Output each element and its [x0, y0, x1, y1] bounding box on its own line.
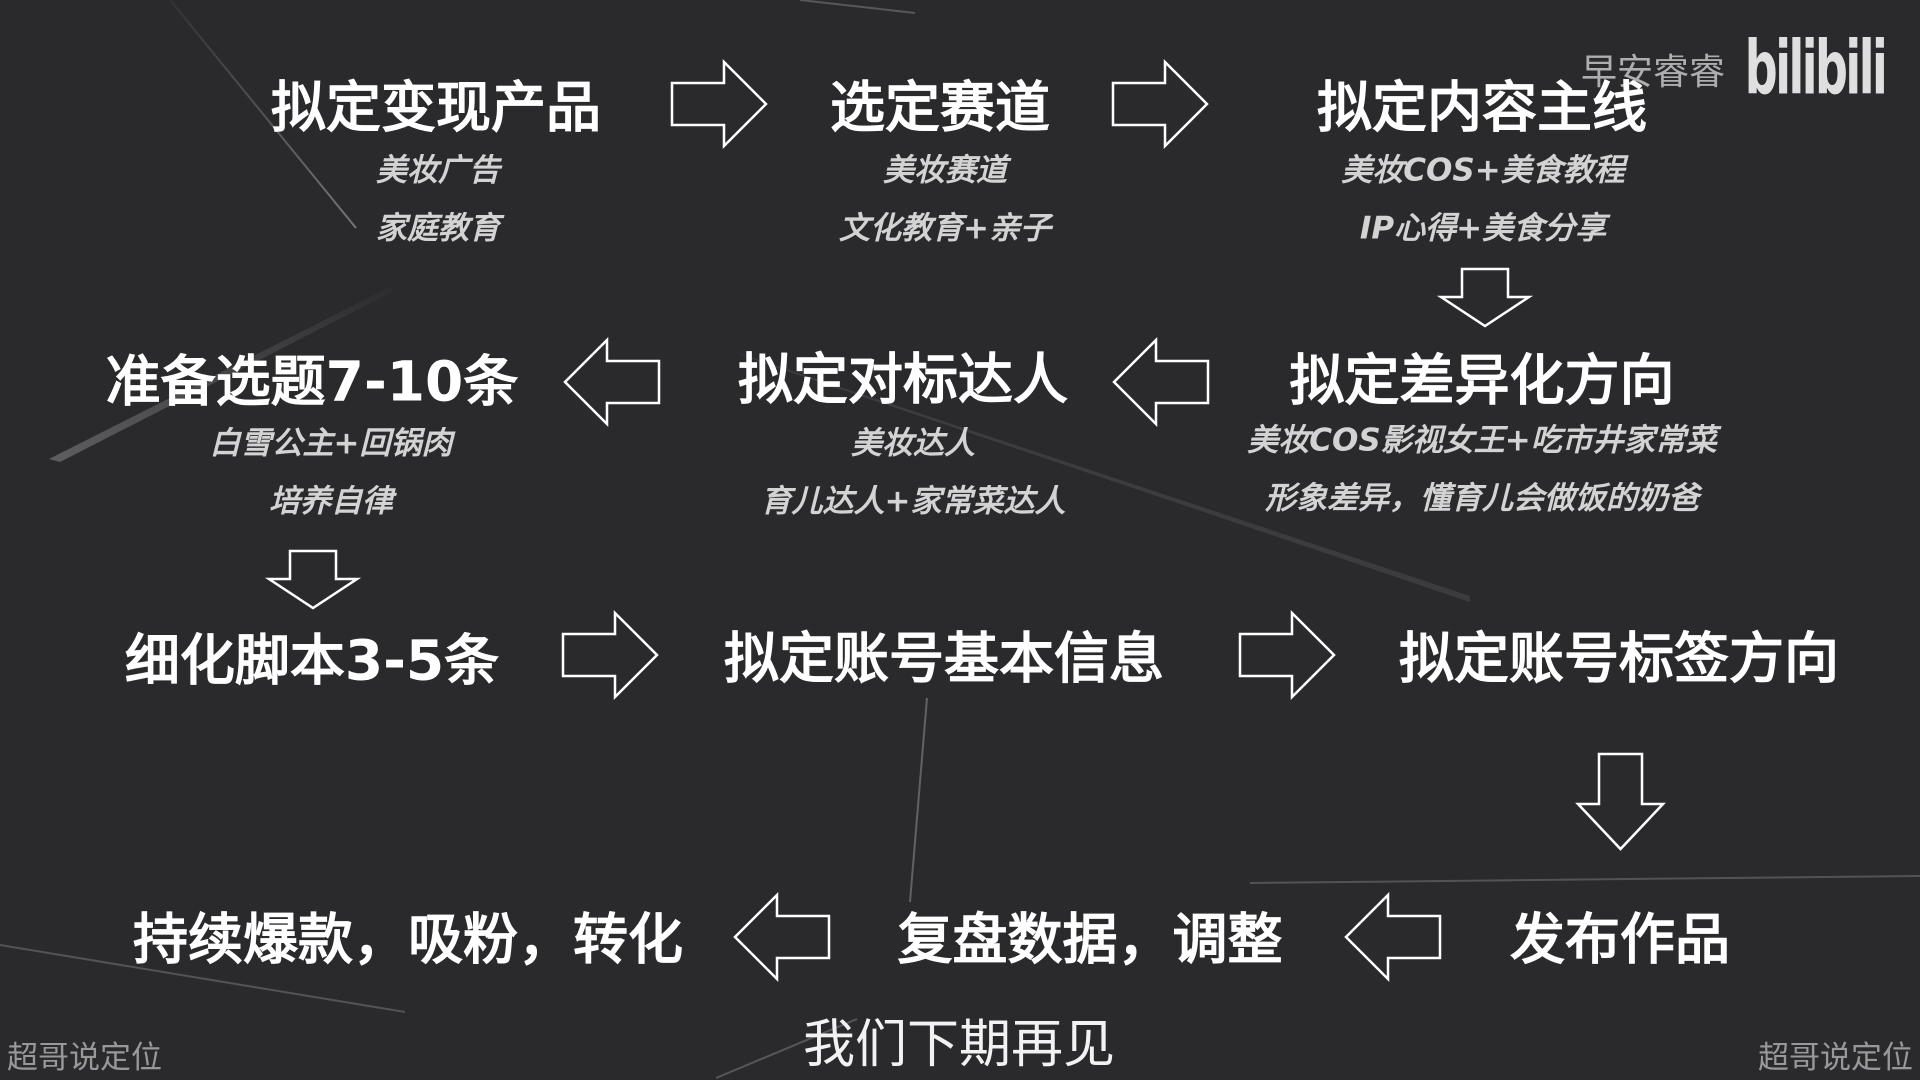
bilibili-logo: bilibili: [1744, 24, 1888, 112]
arrow-left-icon: [1344, 891, 1442, 983]
background-streak: [1249, 875, 1920, 884]
arrow-right-icon: [1238, 609, 1336, 701]
corner-watermark-right: 超哥说定位: [1758, 1040, 1913, 1076]
channel-watermark: 早安睿睿: [1580, 52, 1726, 93]
step-10-title: 发布作品: [1509, 907, 1731, 972]
step-04-note-1: 美妆COS影视女王+吃市井家常菜: [1247, 422, 1717, 459]
step-02-note-2: 文化教育+亲子: [839, 210, 1051, 247]
arrow-down-icon: [264, 549, 362, 610]
step-06-note-1: 白雪公主+回锅肉: [209, 425, 453, 462]
step-07-title: 细化脚本3-5条: [124, 628, 500, 693]
step-02-note-1: 美妆赛道: [883, 152, 1007, 189]
step-01-note-1: 美妆广告: [376, 152, 500, 189]
arrow-right-icon: [561, 609, 659, 701]
arrow-left-icon: [563, 336, 661, 428]
background-streak: [0, 944, 406, 1013]
step-04-title: 拟定差异化方向: [1289, 348, 1675, 413]
step-03-title: 拟定内容主线: [1316, 75, 1648, 140]
step-02-title: 选定赛道: [829, 75, 1051, 140]
arrow-right-icon: [1111, 58, 1209, 150]
corner-watermark-left: 超哥说定位: [7, 1040, 162, 1076]
step-05-note-1: 美妆达人: [851, 425, 975, 462]
step-12-title: 持续爆款，吸粉，转化: [132, 907, 684, 972]
arrow-down-icon: [1436, 267, 1534, 328]
step-01-title: 拟定变现产品: [270, 75, 602, 140]
arrow-right-icon: [670, 58, 768, 150]
step-03-note-2: IP心得+美食分享: [1359, 210, 1607, 247]
background-streak: [715, 1018, 858, 1079]
step-11-title: 复盘数据，调整: [897, 907, 1283, 972]
background-streak: [49, 286, 392, 462]
arrow-left-icon: [1112, 336, 1210, 428]
step-06-title: 准备选题7-10条: [105, 349, 519, 414]
background-streak: [169, 0, 357, 229]
step-04-note-2: 形象差异，懂育儿会做饭的奶爸: [1265, 480, 1699, 517]
step-01-note-2: 家庭教育: [376, 210, 500, 247]
step-05-note-2: 育儿达人+家常菜达人: [760, 483, 1066, 520]
step-06-note-2: 培养自律: [269, 483, 393, 520]
arrow-down-icon: [1575, 752, 1666, 851]
step-08-title: 拟定账号基本信息: [723, 626, 1165, 691]
background-streak: [909, 697, 928, 903]
arrow-left-icon: [733, 891, 831, 983]
video-caption: 我们下期再见: [802, 1015, 1116, 1075]
step-05-title: 拟定对标达人: [737, 347, 1069, 412]
step-03-note-1: 美妆COS+美食教程: [1341, 152, 1625, 189]
step-09-title: 拟定账号标签方向: [1398, 626, 1840, 691]
background-streak: [799, 0, 916, 14]
background-streak: [735, 352, 1470, 602]
